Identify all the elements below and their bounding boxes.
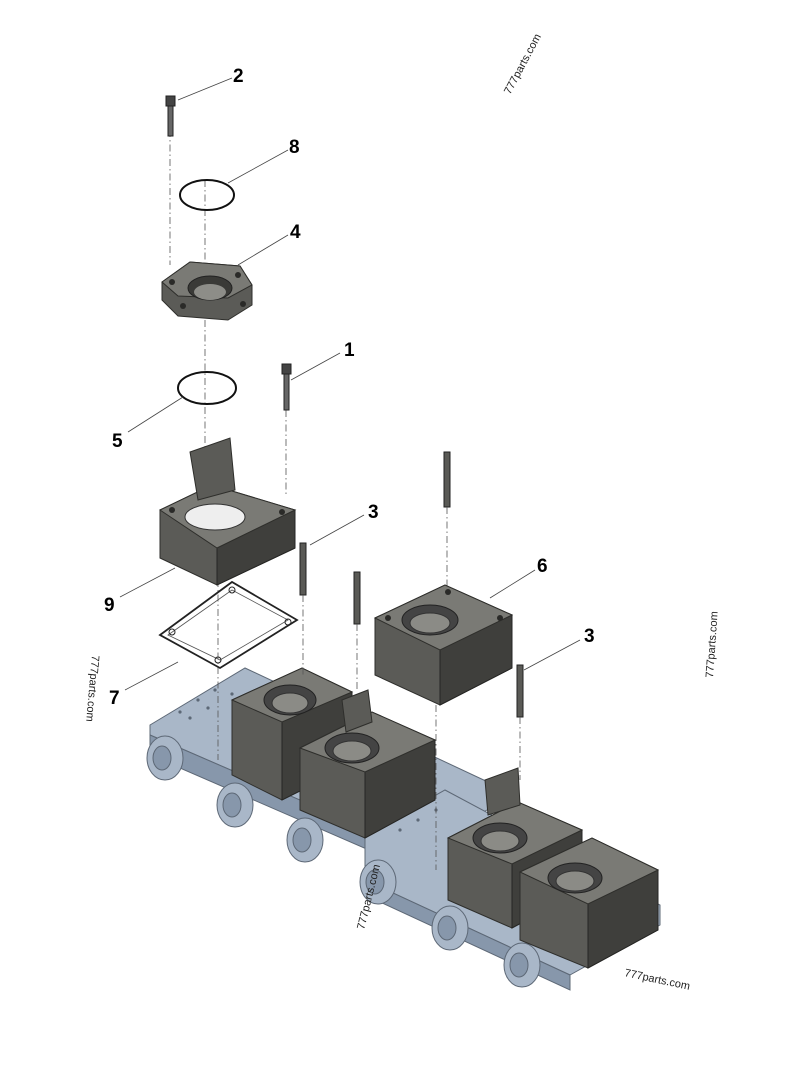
bolt-2: [165, 95, 176, 137]
watermark-bottom: 777parts.com: [623, 967, 691, 993]
watermark-left: 777parts.com: [83, 655, 101, 722]
leader-lines: [119, 77, 581, 691]
flange-4: [161, 261, 253, 321]
housing-9: [158, 437, 297, 586]
housing-6: [373, 584, 514, 706]
callout-3a: 3: [368, 502, 379, 523]
o-ring-8: [179, 179, 235, 211]
watermark-top: 777parts.com: [502, 32, 544, 96]
callout-4: 4: [290, 222, 301, 243]
stud-3c: [443, 451, 451, 590]
callout-3b: 3: [584, 626, 595, 647]
callout-7: 7: [109, 688, 120, 709]
o-ring-5: [177, 371, 237, 405]
gasket-7: [158, 580, 299, 670]
stud-3a: [299, 542, 307, 675]
callout-2: 2: [233, 66, 244, 87]
installed-unit-b: [298, 689, 437, 839]
installed-unit-d: [518, 837, 660, 969]
watermark-right: 777parts.com: [704, 611, 721, 678]
callout-6: 6: [537, 556, 548, 577]
callout-1: 1: [344, 340, 355, 361]
callout-9: 9: [104, 595, 115, 616]
callout-5: 5: [112, 431, 123, 452]
stud-3d: [516, 664, 524, 780]
stud-3b: [353, 571, 361, 690]
callout-8: 8: [289, 137, 300, 158]
bolt-1: [281, 363, 292, 411]
